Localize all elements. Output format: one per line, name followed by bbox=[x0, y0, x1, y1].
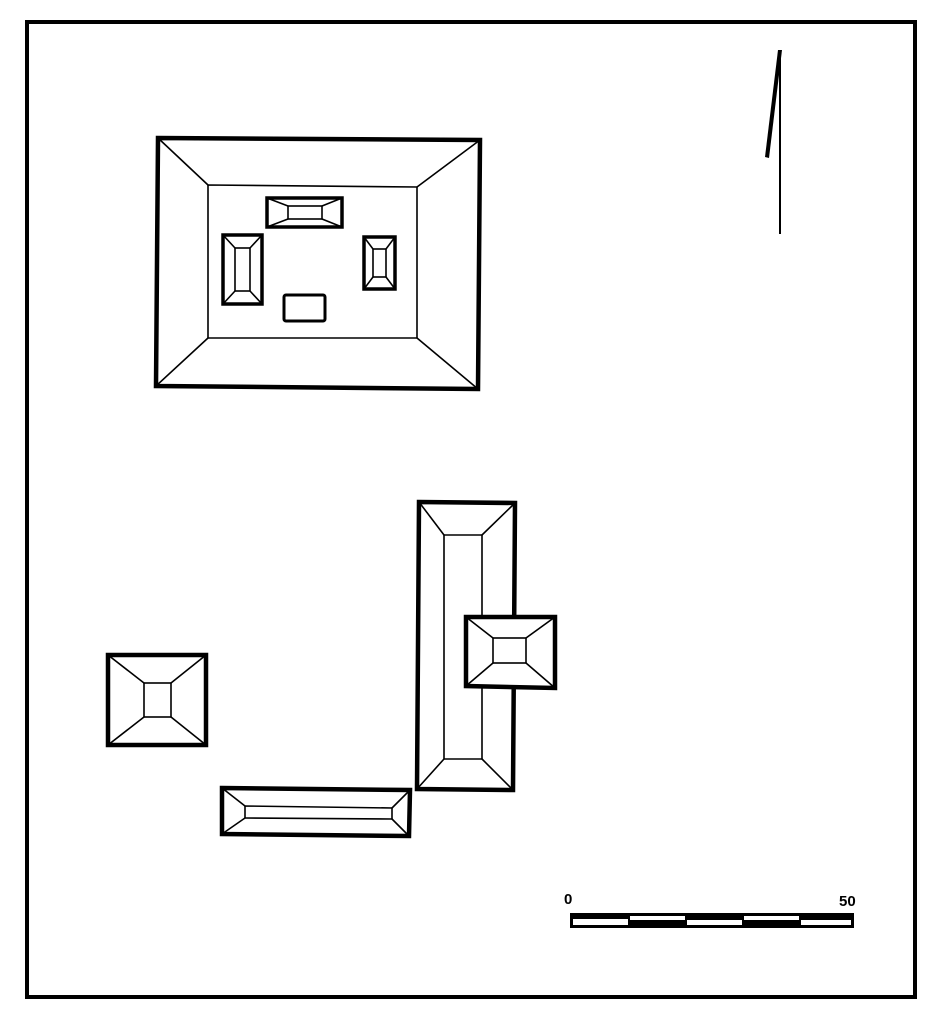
inner-mound-east bbox=[362, 235, 397, 291]
inner-mound-south bbox=[282, 293, 327, 323]
square-mound-west bbox=[105, 652, 209, 748]
inner-mound-west bbox=[221, 233, 264, 306]
large-mound-complex bbox=[153, 135, 483, 392]
inner-mound-north bbox=[265, 196, 344, 229]
scale-start-label: 0 bbox=[564, 891, 572, 908]
north-arrow-icon bbox=[765, 50, 782, 234]
map-frame bbox=[25, 20, 917, 999]
square-mound-annex bbox=[463, 614, 558, 691]
scale-bar: 0 50 bbox=[564, 891, 856, 928]
long-mound-south bbox=[219, 785, 413, 839]
scale-end-label: 50 bbox=[839, 893, 856, 910]
